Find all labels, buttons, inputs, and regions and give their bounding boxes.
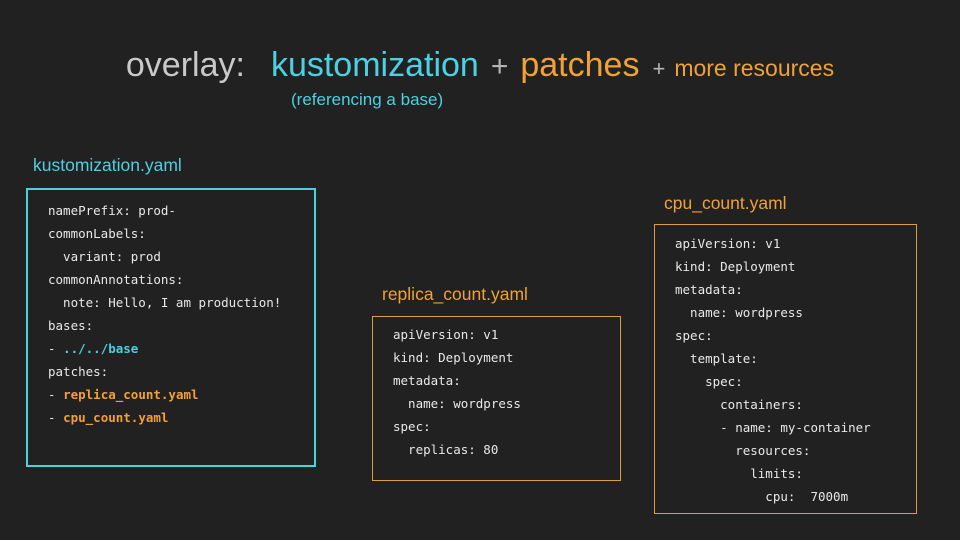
code-line: kind: Deployment — [675, 259, 796, 274]
code-line: apiVersion: v1 — [393, 327, 499, 342]
code-line: replicas: 80 — [393, 442, 499, 457]
title-plus-2: + — [652, 56, 666, 81]
code-line: commonAnnotations: — [48, 272, 184, 287]
code-line: namePrefix: prod- — [48, 203, 176, 218]
title-more-resources: more resources — [674, 55, 835, 81]
code-line: patches: — [48, 364, 109, 379]
code-line: bases: — [48, 318, 94, 333]
title-plus-1: + — [490, 50, 509, 83]
file-panel-kustomization-yaml: namePrefix: prod-commonLabels: variant: … — [26, 188, 316, 467]
code-line: - ../../base — [48, 341, 139, 356]
file-label-kustomization-yaml: kustomization.yaml — [33, 155, 182, 175]
code-block-kustomization-yaml: namePrefix: prod-commonLabels: variant: … — [28, 190, 314, 429]
title-patches: patches — [520, 46, 640, 84]
code-line: cpu: 7000m — [675, 489, 849, 504]
code-line: kind: Deployment — [393, 350, 514, 365]
code-line: name: wordpress — [393, 396, 521, 411]
code-line: spec: — [393, 419, 431, 434]
code-line: commonLabels: — [48, 226, 146, 241]
code-line: note: Hello, I am production! — [48, 295, 282, 310]
code-line: variant: prod — [48, 249, 161, 264]
code-line: resources: — [675, 443, 811, 458]
code-line: metadata: — [675, 282, 743, 297]
code-line: - replica_count.yaml — [48, 387, 199, 402]
file-label-replica-count-yaml: replica_count.yaml — [382, 284, 528, 304]
code-line: metadata: — [393, 373, 461, 388]
code-line: name: wordpress — [675, 305, 803, 320]
file-label-cpu-count-yaml: cpu_count.yaml — [664, 193, 787, 213]
code-line: - cpu_count.yaml — [48, 410, 169, 425]
code-line: template: — [675, 351, 758, 366]
code-line: limits: — [675, 466, 803, 481]
title-kustomization: kustomization — [270, 46, 479, 84]
code-line: spec: — [675, 374, 743, 389]
title-subtitle: (referencing a base) — [291, 90, 444, 109]
code-line: - name: my-container — [675, 420, 871, 435]
code-line: apiVersion: v1 — [675, 236, 781, 251]
title-overlay: overlay: — [125, 46, 245, 84]
slide-title: overlay: kustomization + patches + more resou… — [0, 46, 960, 85]
code-line: containers: — [675, 397, 803, 412]
code-line: spec: — [675, 328, 713, 343]
